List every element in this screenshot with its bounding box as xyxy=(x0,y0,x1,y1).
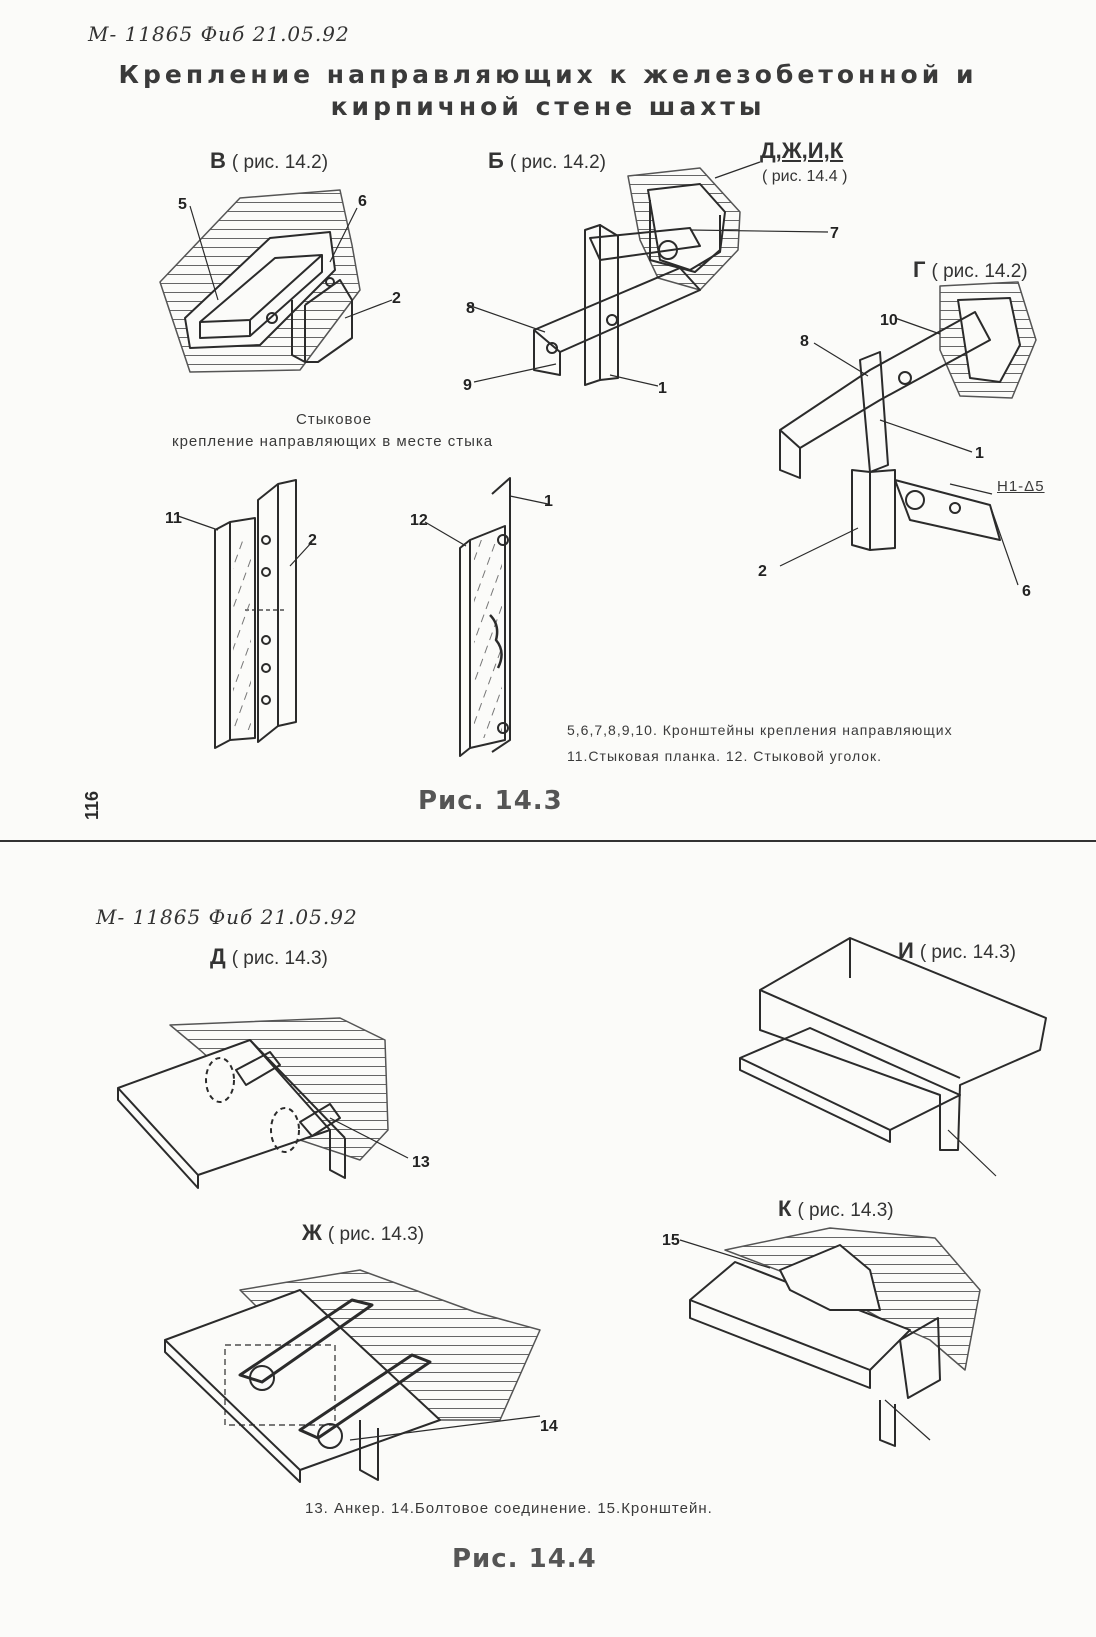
view-i-ref: ( рис. 14.3) xyxy=(919,942,1016,963)
h1-mark: Н1-Δ5 xyxy=(997,478,1045,495)
view-v-drawing xyxy=(159,189,393,373)
callout-7: 7 xyxy=(830,225,839,242)
callout-6b: 6 xyxy=(1022,583,1031,600)
callout-8b: 8 xyxy=(800,333,809,350)
page-title-line-2: кирпичной стене шахты xyxy=(330,92,766,121)
view-zh-drawing xyxy=(164,1269,541,1483)
joint-caption-line-1: Стыковое xyxy=(296,411,373,428)
callout-10: 10 xyxy=(880,312,898,329)
view-v-ref: ( рис. 14.2) xyxy=(231,152,329,173)
callout-2: 2 xyxy=(392,290,401,307)
view-d-label: Д( рис. 14.3) xyxy=(210,944,328,970)
view-k-label: К( рис. 14.3) xyxy=(778,1196,894,1222)
bottom-legend: 13. Анкер. 14.Болтовое соединение. 15.Кр… xyxy=(305,1500,713,1517)
view-k-ref: ( рис. 14.3) xyxy=(797,1200,894,1221)
view-d-drawing xyxy=(117,1017,409,1189)
top-legend-line-1: 5,6,7,8,9,10. Кронштейны крепления напра… xyxy=(567,722,953,738)
callout-1b: 1 xyxy=(975,445,984,462)
joint-caption-line-2: крепление направляющих в месте стыка xyxy=(172,433,494,450)
view-i-drawing xyxy=(739,937,1047,1177)
view-dzhik-letter: Д,Ж,И,К xyxy=(760,138,844,163)
callout-14: 14 xyxy=(540,1418,558,1435)
view-k-letter: К xyxy=(778,1196,792,1221)
view-d-letter: Д xyxy=(210,944,226,969)
view-b-ref: ( рис. 14.2) xyxy=(509,152,606,173)
callout-12: 12 xyxy=(410,512,428,529)
top-legend-line-2: 11.Стыковая планка. 12. Стыковой уголок. xyxy=(567,748,883,764)
view-v-label: В( рис. 14.2) xyxy=(210,148,328,174)
view-b-label: Б( рис. 14.2) xyxy=(488,148,606,174)
callout-15: 15 xyxy=(662,1232,680,1249)
view-d-ref: ( рис. 14.3) xyxy=(231,948,328,969)
view-g-label: Г( рис. 14.2) xyxy=(913,257,1028,283)
figure-14-3-caption: Рис. 14.3 xyxy=(418,786,563,816)
callout-2b: 2 xyxy=(758,563,767,580)
callout-5: 5 xyxy=(178,196,187,213)
callout-13: 13 xyxy=(412,1154,430,1171)
callout-2c: 2 xyxy=(308,532,317,549)
view-zh-ref: ( рис. 14.3) xyxy=(327,1224,425,1245)
view-k-drawing xyxy=(679,1227,981,1447)
view-g-letter: Г xyxy=(913,257,926,282)
sheet-divider xyxy=(0,840,1096,842)
callout-8: 8 xyxy=(466,300,475,317)
view-i-letter: И xyxy=(898,938,914,963)
joint-view-angle-drawing xyxy=(424,477,549,757)
view-v-letter: В xyxy=(210,148,226,173)
page-title-line-1: Крепление направляющих к железобетонной … xyxy=(118,60,978,89)
joint-view-plate-drawing xyxy=(177,479,313,749)
view-b-drawing xyxy=(467,161,829,387)
figure-14-4-caption: Рис. 14.4 xyxy=(452,1544,597,1574)
view-g-drawing xyxy=(779,281,1037,586)
callout-11: 11 xyxy=(165,510,182,527)
view-dzhik-ref: ( рис. 14.4 ) xyxy=(762,168,848,185)
top-handwritten-stamp: М- 11865 Фиб 21.05.92 xyxy=(88,22,350,46)
view-zh-letter: Ж xyxy=(302,1220,322,1245)
callout-9: 9 xyxy=(463,377,472,394)
bottom-handwritten-stamp: М- 11865 Фиб 21.05.92 xyxy=(96,905,358,929)
view-b-letter: Б xyxy=(488,148,504,173)
view-i-label: И( рис. 14.3) xyxy=(898,938,1016,964)
callout-1c: 1 xyxy=(544,493,553,510)
callout-1: 1 xyxy=(658,380,667,397)
callout-6: 6 xyxy=(358,193,367,210)
view-g-ref: ( рис. 14.2) xyxy=(931,261,1028,282)
view-zh-label: Ж( рис. 14.3) xyxy=(302,1220,424,1246)
